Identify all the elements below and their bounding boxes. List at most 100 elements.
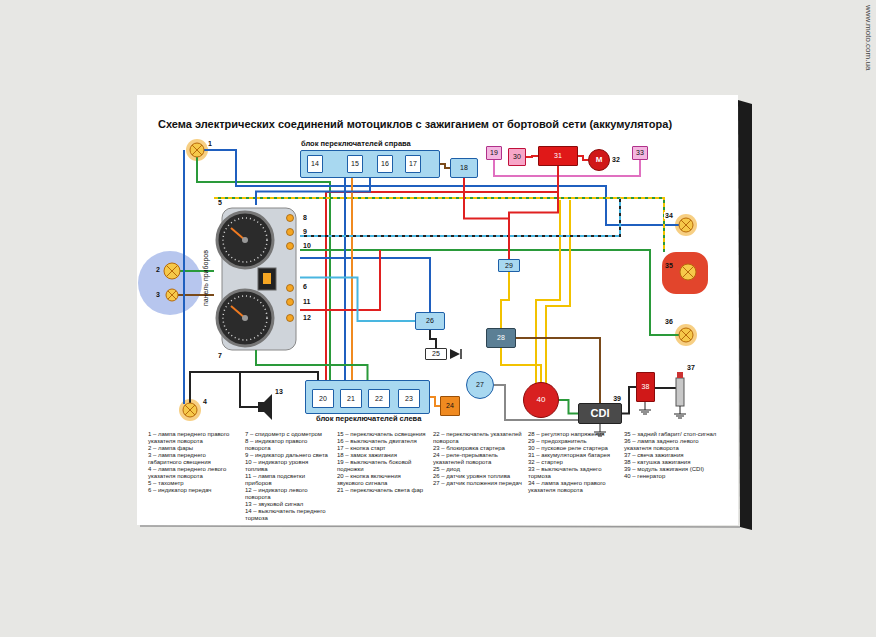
lamp-filament (168, 291, 176, 299)
starter-motor: M32 (588, 149, 610, 171)
callout-number: 8 (302, 214, 308, 221)
callout-number: 10 (302, 242, 312, 249)
component-label: 14 (311, 160, 319, 168)
wire (536, 200, 560, 383)
legend-entry: 9 – индикатор дальнего света (245, 452, 331, 459)
wire (183, 150, 185, 404)
legend-entry: 38 – катушка зажигания (624, 459, 720, 466)
component-label: 30 (513, 153, 521, 161)
lamp-filament (185, 405, 195, 415)
brake-switch: 33 (632, 146, 648, 160)
component-label: 25 (432, 350, 440, 358)
fuel-sender: 26 (415, 312, 445, 330)
diode-symbol (450, 349, 460, 359)
callout-number: 7 (217, 352, 223, 359)
wire-connector (559, 400, 578, 414)
wire-stripe (300, 198, 620, 236)
wire (197, 157, 330, 380)
switch: 16 (377, 155, 393, 173)
indicator-lamp (287, 215, 294, 222)
legend-column: 28 – регулятор напряжения29 – предохрани… (528, 431, 618, 494)
spark-plug (676, 378, 684, 406)
page-edge (140, 526, 740, 527)
diagram-title: Схема электрических соединений мотоцикло… (158, 118, 672, 130)
component-label: 15 (351, 160, 359, 168)
legend-entry: 1 – лампа переднего правого указателя по… (148, 431, 236, 445)
wire-connector (501, 348, 541, 382)
legend-entry: 15 – переключатель освещения (337, 431, 427, 438)
legend-entry: 30 – пусковое реле стартера (528, 445, 618, 452)
wire-stripe (214, 198, 664, 252)
legend-entry: 27 – датчик положения передач (433, 480, 523, 487)
ground-symbol (674, 406, 686, 418)
switch: 14 (307, 155, 323, 173)
generator: 40 (523, 382, 559, 418)
lamp-symbol (166, 289, 178, 301)
wire (300, 250, 380, 310)
component-label: 27 (476, 381, 484, 389)
battery: 31 (538, 146, 578, 166)
legend-entry: 34 – лампа заднего правого указателя пов… (528, 480, 618, 494)
diode-bar (460, 349, 462, 359)
legend-entry: 11 – лампа подсветки приборов (245, 473, 331, 487)
book-spine (738, 100, 752, 530)
legend-entry: 5 – тахометр (148, 480, 236, 487)
legend-entry: 24 – реле-прерыватель указателей поворот… (433, 452, 523, 466)
lamp-filament (682, 266, 693, 277)
switch-block: блок переключателей слева20212223 (305, 380, 430, 414)
component-label: 21 (347, 395, 355, 403)
wire-connector (430, 397, 440, 406)
lamp-symbol (183, 403, 197, 417)
wire (300, 198, 620, 236)
gauge-hub (242, 237, 248, 243)
fuse: 29 (498, 259, 520, 272)
legend-entry: 3 – лампа переднего габаритного свещения (148, 452, 236, 466)
component-label: 17 (409, 160, 417, 168)
component-label: 19 (490, 149, 498, 157)
callout-number: 2 (155, 266, 161, 273)
callout-number: 36 (664, 318, 674, 325)
component-label: 16 (381, 160, 389, 168)
wire-connector (256, 178, 370, 205)
legend-entry: 39 – модуль зажигания (CDI) (624, 466, 720, 473)
wire-connector (256, 350, 368, 380)
legend-column: 1 – лампа переднего правого указателя по… (148, 431, 236, 494)
legend-entry: 36 – лампа заднего левого указателя пово… (624, 438, 720, 452)
switch: 20 (312, 389, 334, 408)
legend-entry: 19 – выключатель боковой подножки (337, 459, 427, 473)
callout-number: 9 (302, 228, 308, 235)
block-heading: блок переключателей слева (316, 415, 421, 423)
wire-connector (526, 156, 538, 157)
lamp-symbol (190, 143, 204, 157)
spark-plug-cap (677, 372, 683, 378)
component-label: 33 (636, 149, 644, 157)
horn-symbol (258, 394, 272, 420)
lamp-symbol (679, 328, 693, 342)
legend-entry: 26 – датчик уровня топлива (433, 473, 523, 480)
legend-column: 7 – спидометр с одометром8 – индикатор п… (245, 431, 331, 522)
wire (214, 198, 664, 252)
component-label: 18 (460, 164, 468, 172)
legend-entry: 33 – выключатель заднего тормоза (528, 466, 618, 480)
gauge-scale (223, 296, 267, 340)
wire-connector (622, 387, 636, 414)
component-label: 29 (505, 262, 513, 270)
gear-sensor: 27 (466, 371, 494, 399)
gear-indicator (258, 268, 276, 290)
callout-number: 5 (217, 199, 223, 206)
legend-entry: 12 – индикатор левого поворота (245, 487, 331, 501)
legend-entry: 13 – звуковой сигнал (245, 501, 331, 508)
wire-connector (578, 156, 588, 160)
gauge-scale (223, 218, 267, 262)
block-heading: 32 (612, 156, 620, 164)
page-sheet (137, 95, 738, 525)
wire-connector (300, 278, 415, 322)
lamp-filament (166, 265, 177, 276)
gauge (217, 290, 273, 346)
lamp-filament (681, 330, 691, 340)
wire (300, 258, 430, 312)
switch-block: блок переключателей справа14151617 (300, 150, 440, 178)
wire (190, 372, 318, 403)
cdi-module: CDI39 (578, 403, 622, 424)
wire-connector (430, 330, 436, 348)
